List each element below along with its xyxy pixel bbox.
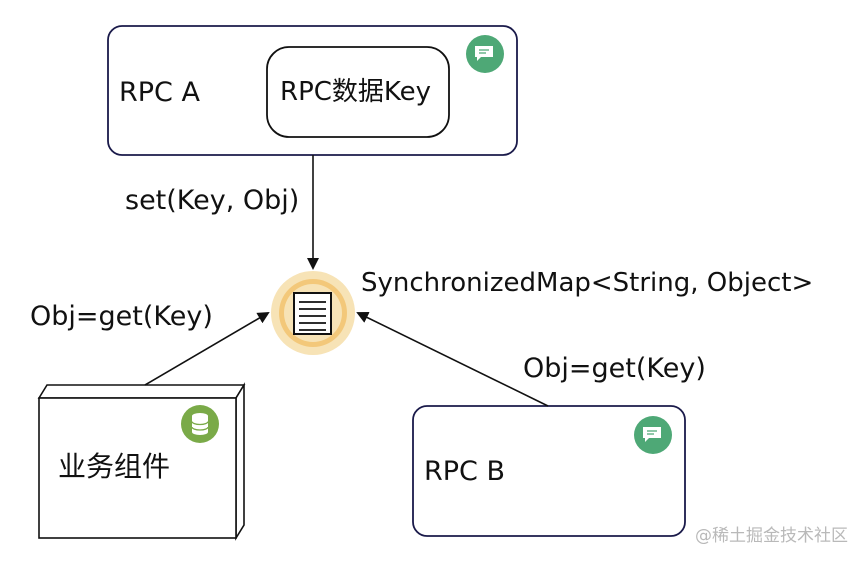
edge-get-rpcb (356, 312, 549, 407)
business-component-label: 业务组件 (58, 450, 171, 483)
rpc-b-label: RPC B (424, 456, 505, 487)
watermark: @稀土掘金技术社区 (695, 526, 848, 546)
edge-get-rpcb-label: Obj=get(Key) (523, 353, 706, 384)
edge-set-label: set(Key, Obj) (125, 185, 300, 216)
rpc-a-label: RPC A (119, 77, 200, 108)
database-icon (181, 405, 219, 443)
rpc-b-box (412, 405, 686, 537)
document-list-icon (293, 292, 332, 335)
edge-get-biz-label: Obj=get(Key) (30, 301, 213, 332)
chat-icon (466, 35, 504, 73)
rpc-data-key-label: RPC数据Key (280, 77, 432, 107)
edge-get-biz (144, 311, 270, 386)
map-label: SynchronizedMap<String, Object> (361, 268, 814, 298)
chat-icon (634, 416, 672, 454)
rpc-data-key-box (266, 46, 450, 138)
